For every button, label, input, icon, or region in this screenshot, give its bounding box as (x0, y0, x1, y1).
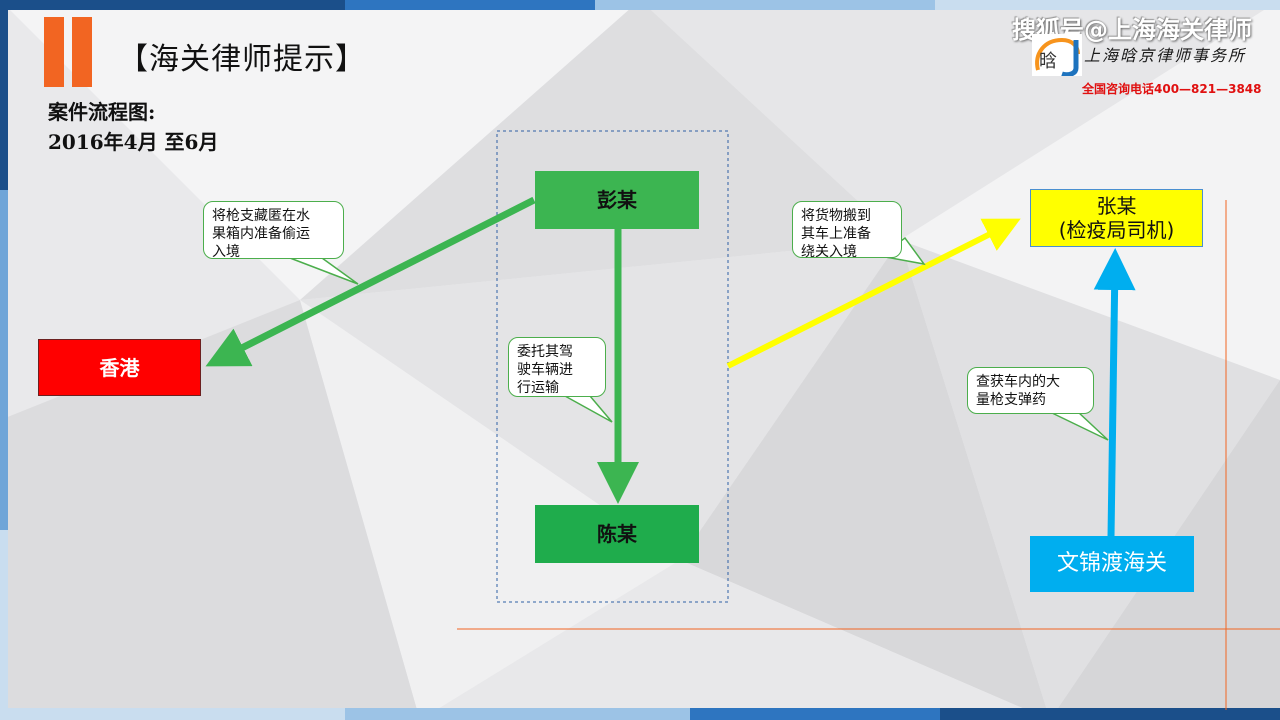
svg-text:晗: 晗 (1039, 51, 1057, 72)
node-peng: 彭某 (535, 171, 699, 229)
left-bar-segment (0, 0, 8, 190)
callout-seized: 查获车内的大 量枪支弹药 (967, 367, 1094, 414)
left-bar-segment (0, 530, 8, 720)
firm-logo: 晗 (1032, 34, 1082, 76)
top-bar-segment (345, 0, 595, 10)
page-title: 【海关律师提示】 (118, 42, 366, 77)
callout-tail (1049, 411, 1109, 441)
callout-hide-guns: 将枪支藏匿在水 果箱内准备偷运 入境 (203, 201, 344, 260)
consult-phone: 全国咨询电话400—821—3848 (1082, 82, 1262, 96)
node-peng-label: 彭某 (597, 188, 637, 212)
callout-move-goods: 将货物搬到 其车上准备 绕关入境 (792, 201, 902, 260)
callout-tail (564, 395, 613, 423)
node-customs-label: 文锦渡海关 (1056, 550, 1167, 576)
top-bar-segment (0, 0, 345, 10)
top-bar-segment (935, 0, 1280, 10)
group-frame (496, 130, 729, 603)
left-bar-segment (0, 190, 8, 530)
top-bar-segment (595, 0, 935, 10)
node-hongkong: 香港 (38, 339, 201, 396)
arrow-customs-to-zhang (1093, 248, 1136, 538)
arrow-to-zhang (726, 218, 1021, 369)
bottom-bar-segment (0, 708, 345, 720)
accent-bar (72, 17, 92, 87)
node-chen-label: 陈某 (597, 522, 637, 546)
node-chen: 陈某 (535, 505, 699, 563)
date-range-label: 2016年4月 至6月 (48, 130, 219, 154)
bottom-bar-segment (690, 708, 940, 720)
node-customs: 文锦渡海关 (1030, 536, 1194, 592)
node-zhang: 张某 (检疫局司机) (1030, 189, 1203, 247)
bottom-bar-segment (345, 708, 690, 720)
case-flow-label: 案件流程图: (48, 100, 156, 124)
firm-name: 上海晗京律师事务所 (1084, 46, 1247, 65)
callout-tail (289, 257, 359, 285)
callout-entrust: 委托其驾 驶车辆进 行运输 (508, 337, 606, 397)
node-zhang-label: 张某 (检疫局司机) (1058, 194, 1175, 242)
accent-bar (44, 17, 64, 87)
node-hongkong-label: 香港 (99, 355, 140, 380)
bottom-bar-segment (940, 708, 1280, 720)
arrow-peng-to-hongkong (205, 196, 536, 367)
